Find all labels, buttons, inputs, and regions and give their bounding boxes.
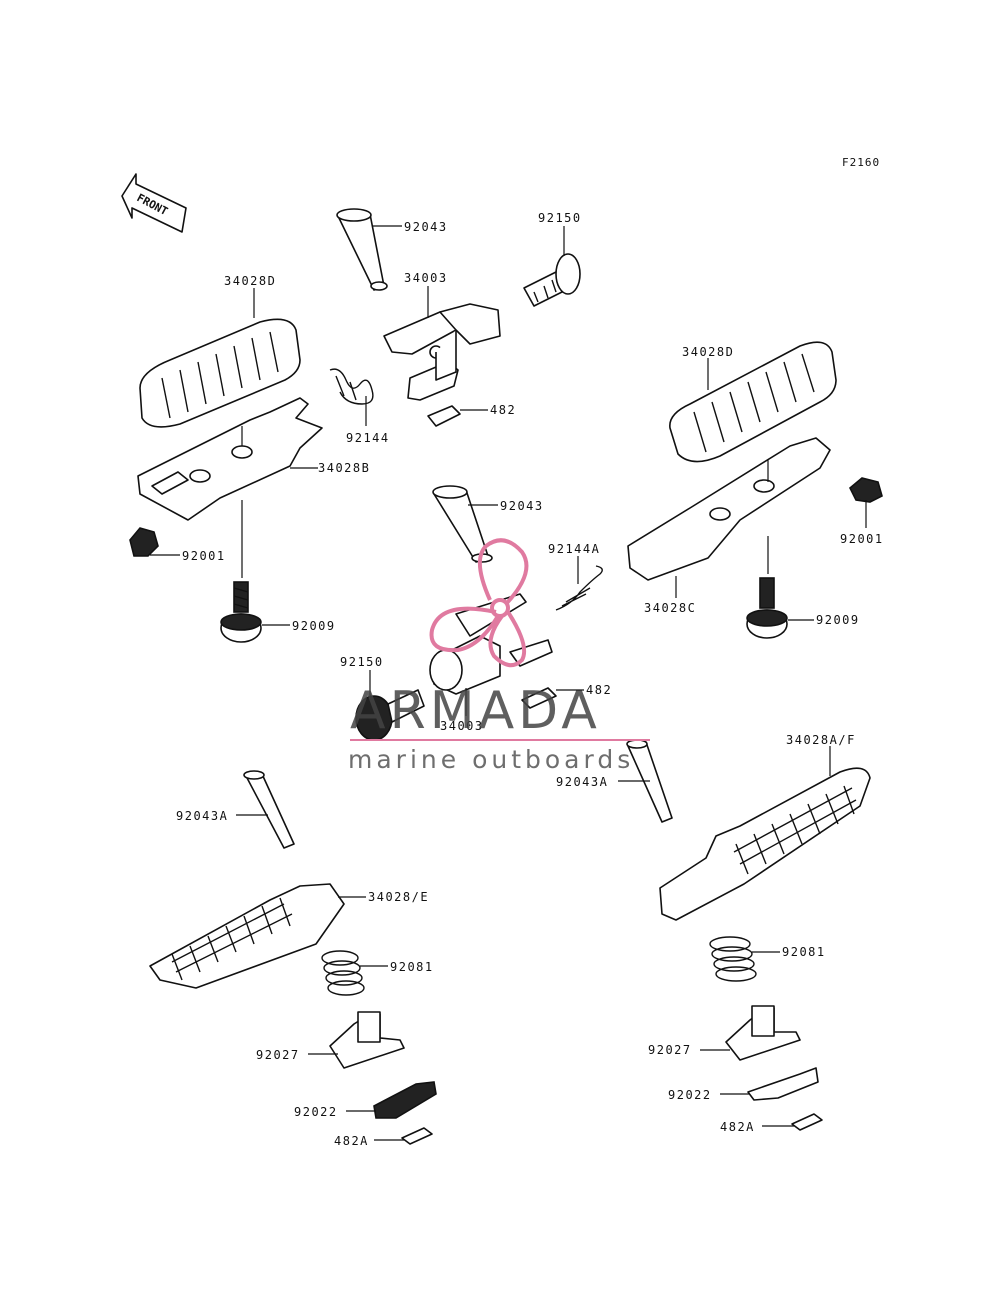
washer-482-mid [521,687,557,709]
label-34028b: 34028B [318,461,370,475]
label-34028d-left: 34028D [224,274,276,288]
plate-92027-right [725,1005,801,1061]
spring-92144a [555,565,603,611]
spring-92081-right [709,936,757,982]
washer-482a-left [401,1127,433,1145]
leader-lines [150,225,867,1141]
watermark-title: ARMADA [350,681,601,741]
label-482-top: 482 [490,403,516,417]
front-arrow-icon: FRONT [121,173,187,233]
label-92043a-right: 92043A [556,775,608,789]
label-92144: 92144 [346,431,390,445]
bolt-92150-mid [355,689,425,741]
label-92081-right: 92081 [782,945,826,959]
pin-92043a-left [243,770,295,849]
label-482a-right: 482A [720,1120,755,1134]
pin-92043-mid [432,485,493,563]
bolt-92150-top [523,253,581,307]
label-34028c: 34028C [644,601,696,615]
label-34028e: 34028/E [368,890,429,904]
screw-92009-left [220,581,262,643]
pin-92043-top [336,208,388,291]
footpeg-rubber-left [139,318,301,428]
label-92001-left: 92001 [182,549,226,563]
label-92081-left: 92081 [390,960,434,974]
label-92022-right: 92022 [668,1088,712,1102]
label-92009-left: 92009 [292,619,336,633]
label-92001-right: 92001 [840,532,884,546]
footpeg-bracket-right [627,437,831,581]
label-34003-top: 34003 [404,271,448,285]
footpeg-34028e [149,883,345,989]
washer-482-top [427,405,461,427]
spacer-92022-left [373,1081,437,1119]
label-92027-left: 92027 [256,1048,300,1062]
footpeg-rubber-right [669,341,837,463]
label-34003-mid: 34003 [440,719,484,733]
label-34028d-right: 34028D [682,345,734,359]
screw-92009-right [746,577,788,639]
washer-482a-right [791,1113,823,1131]
label-92009-right: 92009 [816,613,860,627]
label-92144a: 92144A [548,542,600,556]
spacer-92022-right [747,1067,819,1101]
bolt-92001-left [129,527,159,557]
label-92043-top: 92043 [404,220,448,234]
propeller-logo-icon [429,538,529,668]
label-92043a-left: 92043A [176,809,228,823]
bolt-92001-right [849,477,883,503]
part-labels: 92043 92150 34003 34028D 92144 482 34028… [176,211,884,1148]
label-92043-mid: 92043 [500,499,544,513]
label-482-mid: 482 [586,683,612,697]
label-92022-left: 92022 [294,1105,338,1119]
watermark-subtitle: marine outboards [348,745,634,774]
label-92027-right: 92027 [648,1043,692,1057]
spring-92144 [329,368,374,405]
spring-92081-left [321,950,365,996]
pin-92043a-right [626,739,673,823]
plate-92027-left [329,1011,405,1069]
footpeg-34028af [659,767,871,921]
label-92150-top: 92150 [538,211,582,225]
label-92150-mid: 92150 [340,655,384,669]
figure-code: F2160 [842,156,880,169]
label-482a-left: 482A [334,1134,369,1148]
holder-34003-top [383,303,501,401]
label-34028af: 34028A/F [786,733,856,747]
watermark: ARMADA marine outboards [348,538,650,774]
